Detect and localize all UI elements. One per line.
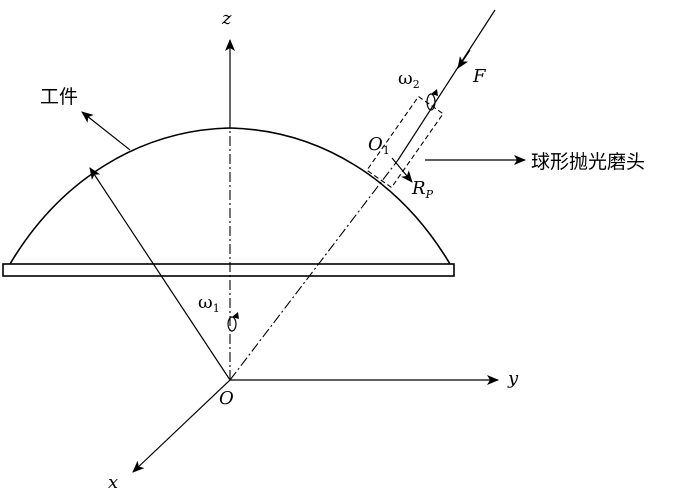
- origin-label: O: [219, 388, 234, 409]
- omega1-label: ω1: [198, 292, 220, 315]
- workpiece-base-plate: [2, 263, 455, 277]
- radius-p-arrow: [391, 157, 413, 183]
- x-axis: [132, 379, 231, 473]
- omega2-label: ω2: [398, 68, 420, 91]
- radius-line: [89, 167, 231, 381]
- omega2-rotation-icon: [426, 89, 438, 111]
- force-line: [397, 9, 496, 161]
- radius-p-label: RP: [411, 178, 434, 201]
- force-arrow: [457, 49, 471, 69]
- tool-label: 球形抛光磨头: [531, 151, 645, 173]
- workpiece-label: 工件: [40, 86, 78, 108]
- workpiece-pointer: [81, 111, 131, 151]
- polishing-tool-outline: [366, 95, 444, 189]
- omega1-rotation-icon: [227, 312, 239, 332]
- x-axis-label: x: [108, 472, 118, 493]
- y-axis-label: y: [507, 368, 519, 389]
- tool-center-label: O1: [368, 134, 390, 157]
- tool-axis-centerline: [229, 159, 399, 381]
- z-axis-label: z: [221, 8, 232, 29]
- force-label: F: [472, 66, 487, 87]
